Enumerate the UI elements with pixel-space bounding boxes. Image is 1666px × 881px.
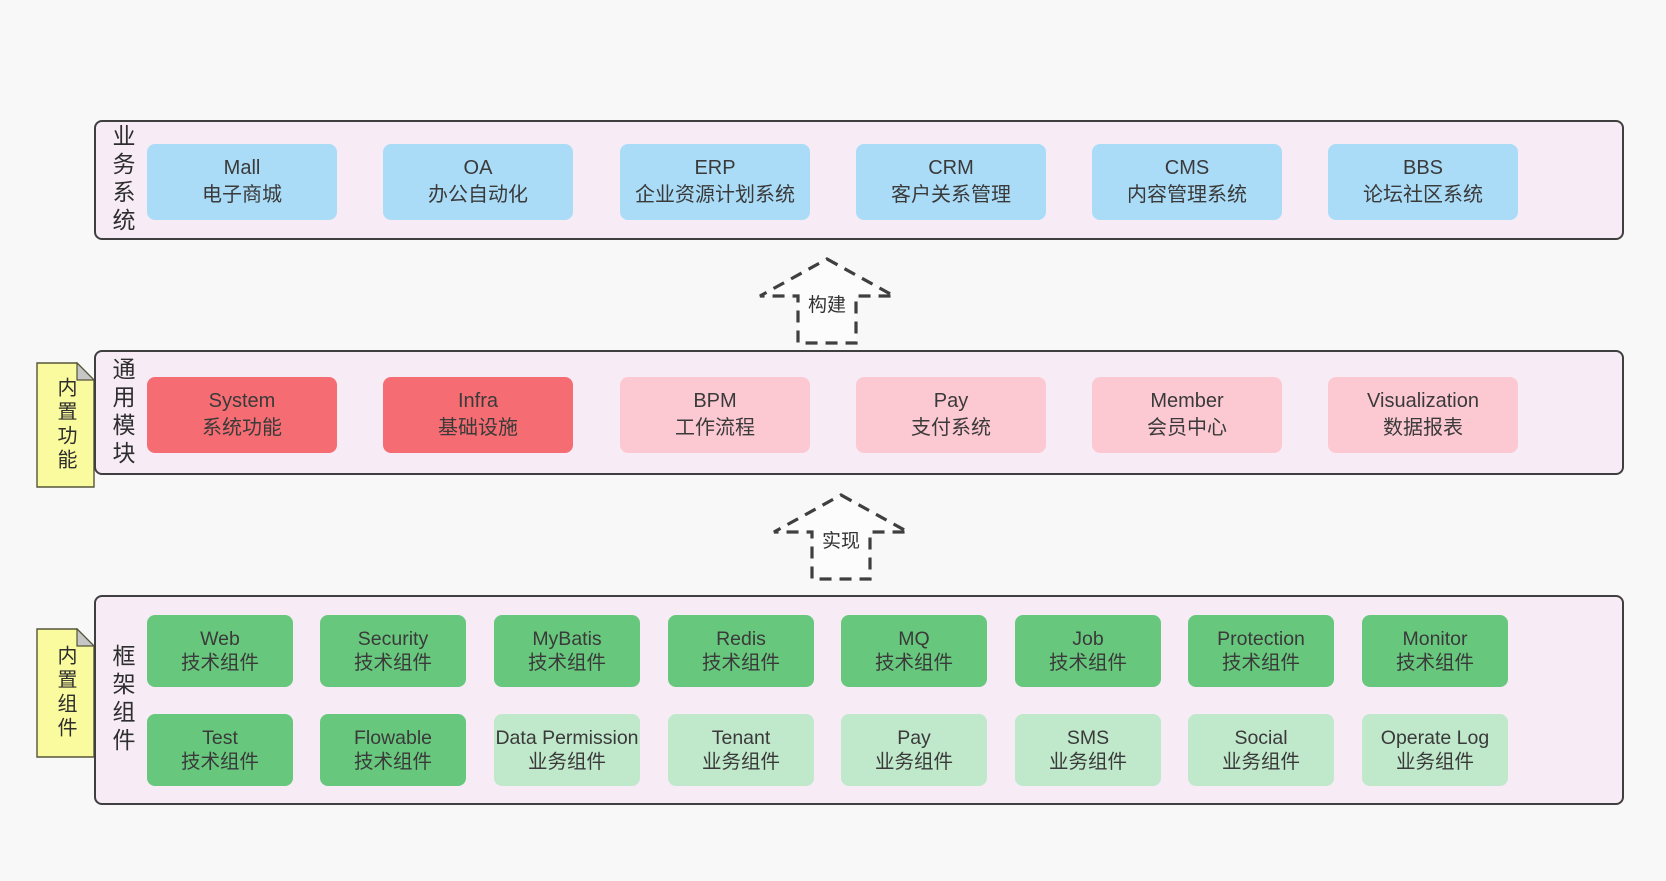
box-title: Flowable: [353, 727, 433, 749]
box-subtitle: 系统功能: [202, 417, 282, 439]
box-title: Tenant: [711, 727, 771, 749]
box-title: System: [208, 390, 276, 412]
box-web: Web 技术组件: [147, 615, 293, 687]
box-subtitle: 论坛社区系统: [1363, 184, 1483, 206]
box-sms: SMS 业务组件: [1015, 714, 1161, 786]
box-subtitle: 技术组件: [353, 652, 432, 674]
box-title: Pay: [897, 727, 931, 749]
band-business-systems-label: 业务系统: [109, 124, 135, 236]
box-visualization: Visualization 数据报表: [1328, 377, 1518, 453]
box-title: CMS: [1164, 157, 1210, 179]
build-arrow-label: 构建: [804, 290, 850, 317]
box-oa: OA 办公自动化: [383, 144, 573, 220]
box-title: Web: [200, 628, 240, 650]
box-operate-log: Operate Log 业务组件: [1362, 714, 1508, 786]
box-subtitle: 数据报表: [1383, 417, 1463, 439]
box-title: Social: [1234, 727, 1288, 749]
box-subtitle: 业务组件: [701, 751, 780, 773]
box-title: MyBatis: [532, 628, 602, 650]
box-title: ERP: [694, 157, 736, 179]
box-title: Redis: [716, 628, 766, 650]
box-bbs: BBS 论坛社区系统: [1328, 144, 1518, 220]
band-framework-components-label: 框架组件: [109, 644, 135, 756]
box-title: Visualization: [1367, 390, 1479, 412]
box-subtitle: 技术组件: [180, 751, 259, 773]
box-title: Job: [1072, 628, 1104, 650]
box-title: Test: [202, 727, 238, 749]
sticky-built-in-components: 内置组件: [36, 628, 95, 758]
box-crm: CRM 客户关系管理: [856, 144, 1046, 220]
box-title: BPM: [693, 390, 737, 412]
box-subtitle: 电子商城: [202, 184, 282, 206]
box-title: SMS: [1066, 727, 1110, 749]
box-subtitle: 业务组件: [874, 751, 953, 773]
box-infra: Infra 基础设施: [383, 377, 573, 453]
box-member: Member 会员中心: [1092, 377, 1282, 453]
box-protection: Protection 技术组件: [1188, 615, 1334, 687]
box-redis: Redis 技术组件: [668, 615, 814, 687]
band-common-modules: 通用模块 System 系统功能 Infra 基础设施 BPM 工作流程 Pay…: [94, 350, 1624, 475]
box-title: Data Permission: [495, 727, 639, 749]
box-system: System 系统功能: [147, 377, 337, 453]
box-title: Infra: [457, 390, 499, 412]
box-mall: Mall 电子商城: [147, 144, 337, 220]
band-business-systems: 业务系统 Mall 电子商城 OA 办公自动化 ERP 企业资源计划系统 CRM…: [94, 120, 1624, 240]
box-job: Job 技术组件: [1015, 615, 1161, 687]
box-flowable: Flowable 技术组件: [320, 714, 466, 786]
implement-arrow-label: 实现: [818, 526, 864, 553]
box-title: Monitor: [1402, 628, 1468, 650]
box-pay-module: Pay 支付系统: [856, 377, 1046, 453]
box-subtitle: 技术组件: [180, 652, 259, 674]
box-subtitle: 支付系统: [911, 417, 991, 439]
box-subtitle: 业务组件: [527, 751, 606, 773]
build-arrow-icon: 构建: [757, 256, 897, 346]
box-erp: ERP 企业资源计划系统: [620, 144, 810, 220]
box-tenant: Tenant 业务组件: [668, 714, 814, 786]
box-cms: CMS 内容管理系统: [1092, 144, 1282, 220]
box-subtitle: 技术组件: [1221, 652, 1300, 674]
box-title: OA: [463, 157, 493, 179]
box-social: Social 业务组件: [1188, 714, 1334, 786]
box-subtitle: 业务组件: [1221, 751, 1300, 773]
box-test: Test 技术组件: [147, 714, 293, 786]
box-subtitle: 技术组件: [353, 751, 432, 773]
box-subtitle: 企业资源计划系统: [635, 184, 795, 206]
box-pay-component: Pay 业务组件: [841, 714, 987, 786]
box-title: Operate Log: [1380, 727, 1490, 749]
band-common-modules-label: 通用模块: [109, 356, 135, 469]
box-subtitle: 客户关系管理: [891, 184, 1011, 206]
box-title: MQ: [898, 628, 930, 650]
box-mq: MQ 技术组件: [841, 615, 987, 687]
box-subtitle: 工作流程: [675, 417, 755, 439]
box-subtitle: 技术组件: [701, 652, 780, 674]
box-bpm: BPM 工作流程: [620, 377, 810, 453]
box-security: Security 技术组件: [320, 615, 466, 687]
sticky-built-in-features-label: 内置功能: [54, 377, 76, 473]
box-subtitle: 业务组件: [1048, 751, 1127, 773]
box-title: Pay: [933, 390, 969, 412]
box-monitor: Monitor 技术组件: [1362, 615, 1508, 687]
box-title: CRM: [928, 157, 974, 179]
box-subtitle: 技术组件: [1048, 652, 1127, 674]
box-subtitle: 内容管理系统: [1127, 184, 1247, 206]
box-mybatis: MyBatis 技术组件: [494, 615, 640, 687]
box-subtitle: 技术组件: [1395, 652, 1474, 674]
implement-arrow-icon: 实现: [771, 492, 911, 582]
box-subtitle: 业务组件: [1395, 751, 1474, 773]
box-subtitle: 技术组件: [527, 652, 606, 674]
box-subtitle: 基础设施: [438, 417, 518, 439]
box-title: BBS: [1402, 157, 1444, 179]
box-subtitle: 技术组件: [874, 652, 953, 674]
box-title: Security: [357, 628, 429, 650]
box-title: Member: [1150, 390, 1224, 412]
box-data-permission: Data Permission 业务组件: [494, 714, 640, 786]
sticky-built-in-features: 内置功能: [36, 362, 95, 488]
sticky-built-in-components-label: 内置组件: [54, 645, 76, 741]
box-subtitle: 办公自动化: [428, 184, 528, 206]
band-framework-components: 框架组件 Web 技术组件 Security 技术组件 MyBatis 技术组件…: [94, 595, 1624, 805]
box-subtitle: 会员中心: [1147, 417, 1227, 439]
box-title: Mall: [223, 157, 261, 179]
box-title: Protection: [1217, 628, 1305, 650]
